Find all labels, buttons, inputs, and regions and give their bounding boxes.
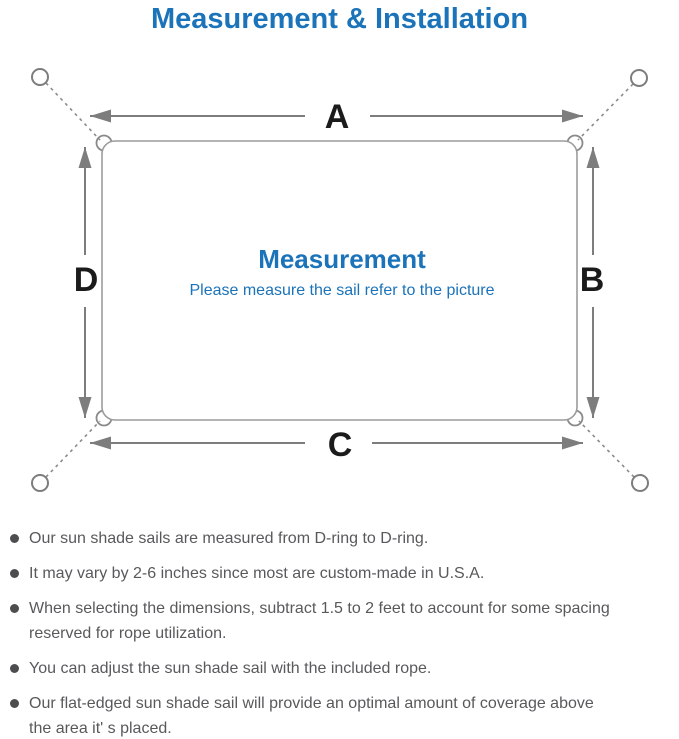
- bullet-icon: [10, 569, 19, 578]
- anchor-ring-icon: [31, 68, 49, 86]
- bullet-icon: [10, 664, 19, 673]
- note-text: It may vary by 2-6 inches since most are…: [29, 565, 485, 582]
- bullet-icon: [10, 604, 19, 613]
- sail-outline: [101, 140, 578, 421]
- anchor-rope-line: [45, 420, 101, 478]
- note-item: It may vary by 2-6 inches since most are…: [10, 561, 672, 586]
- note-item: Our flat-edged sun shade sail will provi…: [10, 691, 672, 739]
- anchor-rope-line: [578, 420, 635, 478]
- anchor-rope-line: [577, 83, 634, 141]
- anchor-rope-line: [45, 82, 101, 141]
- dimension-label-b: B: [580, 261, 605, 299]
- note-text: Our sun shade sails are measured from D-…: [29, 530, 429, 547]
- note-text: Our flat-edged sun shade sail will provi…: [29, 695, 594, 737]
- anchor-ring-icon: [31, 474, 49, 492]
- dimension-label-d: D: [74, 261, 99, 299]
- note-item: When selecting the dimensions, subtract …: [10, 596, 672, 646]
- dimension-label-a: A: [325, 98, 350, 136]
- diagram-center-subtitle: Please measure the sail refer to the pic…: [189, 282, 494, 299]
- page-title: Measurement & Installation: [150, 3, 529, 35]
- note-text: When selecting the dimensions, subtract …: [29, 600, 610, 642]
- notes-list: Our sun shade sails are measured from D-…: [10, 526, 672, 739]
- bullet-icon: [10, 699, 19, 708]
- sail-measurement-diagram: A C D B Measurement Please measure the s…: [31, 68, 649, 492]
- note-item: Our sun shade sails are measured from D-…: [10, 526, 672, 551]
- dimension-label-c: C: [328, 426, 353, 464]
- bullet-icon: [10, 534, 19, 543]
- anchor-ring-icon: [631, 474, 649, 492]
- diagram-center-title: Measurement: [258, 244, 426, 274]
- note-text: You can adjust the sun shade sail with t…: [29, 660, 432, 677]
- anchor-ring-icon: [630, 69, 648, 87]
- note-item: You can adjust the sun shade sail with t…: [10, 656, 672, 681]
